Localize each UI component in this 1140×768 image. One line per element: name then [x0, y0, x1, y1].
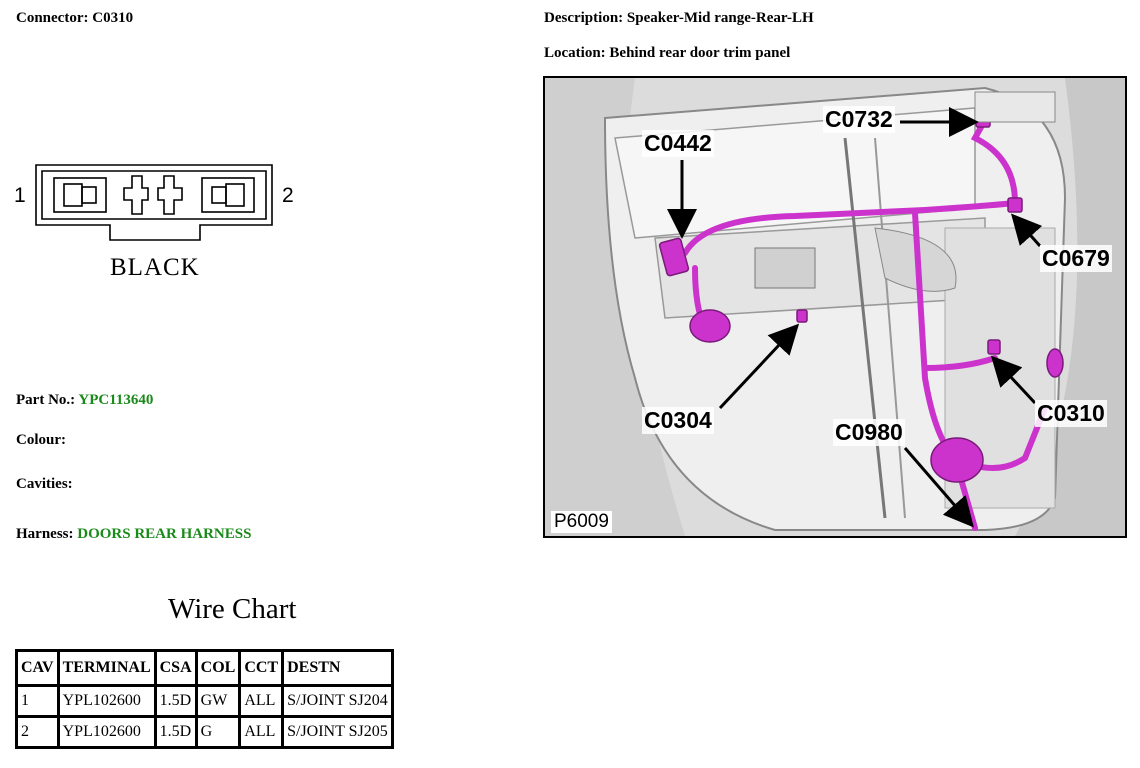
col-header-col: COL [194, 649, 242, 687]
colour-line: Colour: [16, 432, 66, 449]
part-no-line: Part No.: YPC113640 [16, 392, 153, 409]
wire-chart-header-row: CAV TERMINAL CSA COL CCT DESTN [15, 649, 394, 687]
cell-col: GW [194, 684, 242, 718]
table-row: 1 YPL102600 1.5D GW ALL S/JOINT SJ204 [15, 684, 394, 718]
connector-label: Connector: [16, 10, 89, 26]
table-row: 2 YPL102600 1.5D G ALL S/JOINT SJ205 [15, 715, 394, 749]
location-value: Behind rear door trim panel [609, 45, 791, 61]
pin-1-number: 1 [14, 184, 26, 207]
leader-c0980 [903, 447, 974, 528]
cavities-line: Cavities: [16, 476, 73, 493]
figure-id: P6009 [551, 511, 612, 533]
part-no-label: Part No.: [16, 392, 76, 408]
connector-id: C0310 [92, 10, 134, 26]
callout-c0442: C0442 [642, 130, 714, 157]
connector-face-diagram: 1 2 [14, 164, 294, 241]
col-header-csa: CSA [153, 649, 198, 687]
connector-colour-text: BLACK [110, 254, 200, 281]
callout-c0310: C0310 [1035, 400, 1107, 427]
col-header-destn: DESTN [281, 649, 394, 687]
door-harness-drawing [545, 78, 1125, 536]
location-label: Location: [544, 45, 606, 61]
pin-2-number: 2 [282, 184, 294, 207]
callout-c0304: C0304 [642, 407, 714, 434]
connector-outline [35, 164, 273, 241]
part-no-link[interactable]: YPC113640 [78, 392, 154, 408]
leader-c0679 [1011, 213, 1043, 247]
cell-csa: 1.5D [153, 715, 198, 749]
cell-cct: ALL [238, 684, 285, 718]
cell-destn: S/JOINT SJ204 [281, 684, 394, 718]
location-illustration: C0732 C0442 C0679 C0304 C0310 C0980 P600… [543, 76, 1127, 538]
description-value: Speaker-Mid range-Rear-LH [626, 10, 814, 26]
harness-label: Harness: [16, 526, 74, 542]
callout-c0980: C0980 [833, 419, 905, 446]
col-header-cav: CAV [15, 649, 60, 687]
connector-heading: Connector: C0310 [16, 10, 133, 27]
description-label: Description: [544, 10, 624, 26]
colour-label: Colour: [16, 432, 66, 448]
col-header-terminal: TERMINAL [56, 649, 157, 687]
cell-terminal: YPL102600 [56, 684, 157, 718]
harness-line: Harness: DOORS REAR HARNESS [16, 526, 251, 543]
cell-cav: 2 [15, 715, 60, 749]
cavities-label: Cavities: [16, 476, 73, 492]
col-header-cct: CCT [238, 649, 285, 687]
leader-c0310 [990, 355, 1037, 405]
callout-c0732: C0732 [823, 106, 895, 133]
wire-chart-title: Wire Chart [168, 593, 297, 625]
cell-destn: S/JOINT SJ205 [281, 715, 394, 749]
cell-csa: 1.5D [153, 684, 198, 718]
location-line: Location: Behind rear door trim panel [544, 45, 790, 62]
leader-c0304 [718, 323, 800, 410]
cell-terminal: YPL102600 [56, 715, 157, 749]
description-line: Description: Speaker-Mid range-Rear-LH [544, 10, 814, 27]
harness-link[interactable]: DOORS REAR HARNESS [77, 526, 252, 542]
cell-cav: 1 [15, 684, 60, 718]
cell-cct: ALL [238, 715, 285, 749]
cell-col: G [194, 715, 242, 749]
callout-c0679: C0679 [1040, 245, 1112, 272]
wire-chart-table: CAV TERMINAL CSA COL CCT DESTN 1 YPL1026… [15, 649, 394, 749]
